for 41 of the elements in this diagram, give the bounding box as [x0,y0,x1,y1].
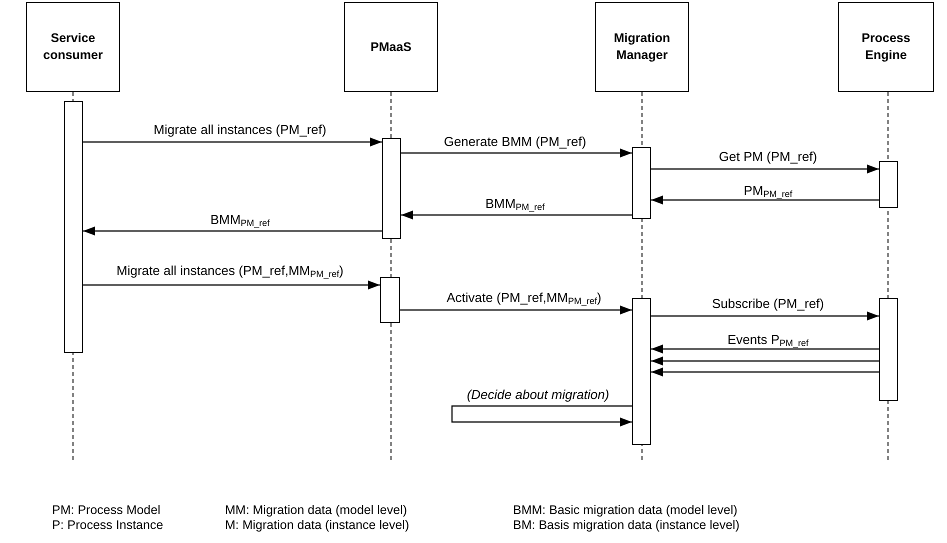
abbreviation-note: PM: Process Model [52,503,160,518]
participant-box: Process Engine [838,2,934,92]
participant-box: Migration Manager [595,2,689,92]
message-arrow [83,226,382,236]
message-label: PM$_{PM_ref}$ [744,183,792,201]
abbreviation-note: P: Process Instance [52,518,164,533]
message-arrow [401,148,632,158]
message-arrow [400,306,632,314]
message-label: Activate (PM_ref,MM$_{PM_ref}$) [446,290,602,308]
message-arrow [651,196,879,204]
message-label: Migrate all instances (PM_ref) [154,122,326,137]
participant-box: PMaaS [344,2,438,92]
abbreviation-note: MM: Migration data (model level) [225,503,408,518]
message-label: BMM$_{PM_ref}$ [210,212,270,230]
message-arrow [401,210,632,220]
message-arrow [83,280,380,290]
activation-bar [382,138,401,239]
activation-bar [380,277,400,323]
message-label: Migrate all instances (PM_ref,MM$_{PM_ref}$) [116,263,344,281]
activation-bar [632,298,651,445]
message-arrow [651,368,879,376]
message-arrow [651,164,879,174]
message-arrow [83,138,382,146]
message-arrow [451,405,632,426]
activation-bar [64,101,83,353]
message-label: (Decide about migration) [466,387,610,402]
message-arrow [651,312,879,320]
abbreviation-note: BMM: Basic migration data (model level) [513,503,738,518]
message-label: BMM$_{PM_ref}$ [485,196,545,214]
abbreviation-note: M: Migration data (instance level) [225,518,410,533]
message-arrow [651,356,879,366]
message-label: Get PM (PM_ref) [718,149,818,164]
message-arrow [651,344,879,354]
activation-bar [632,147,651,219]
abbreviation-note: BM: Basis migration data (instance level) [513,518,740,533]
activation-bar [879,161,898,208]
message-label: Subscribe (PM_ref) [712,296,824,311]
participant-box: Service consumer [26,2,120,92]
activation-bar [879,298,898,401]
message-label: Generate BMM (PM_ref) [444,134,586,149]
message-label: Events P$_{PM_ref}$ [727,332,809,350]
